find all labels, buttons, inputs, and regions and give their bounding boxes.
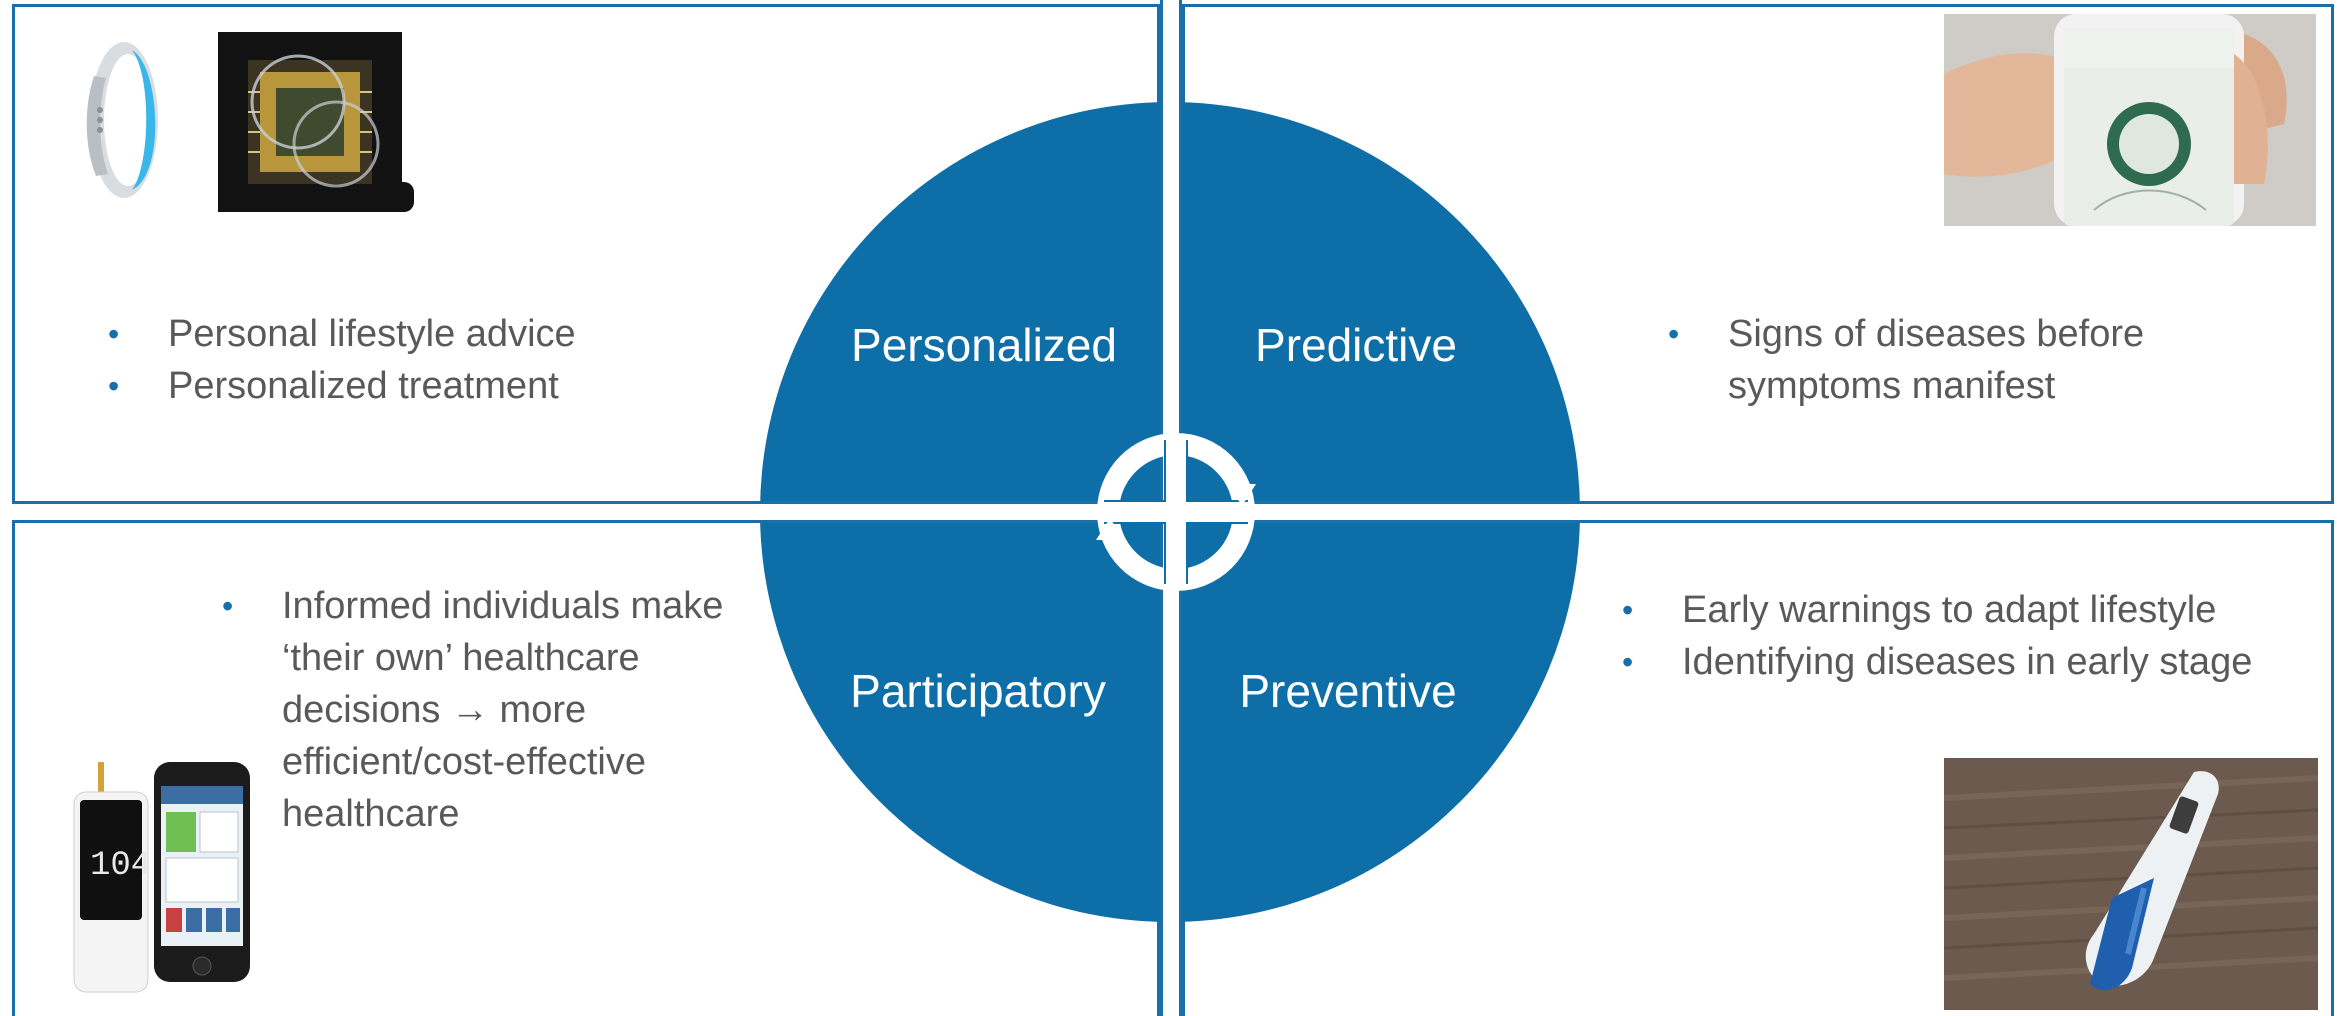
bullet-item: Identifying diseases in early stage — [1622, 636, 2322, 688]
preventive-bullets: Early warnings to adapt lifestyle Identi… — [1622, 584, 2322, 688]
vertical-divider — [1160, 0, 1182, 1016]
microchip-image — [218, 32, 414, 212]
participatory-bullets: Informed individuals make ‘their own’ he… — [222, 580, 782, 840]
fertility-test-device-image — [1944, 758, 2318, 1010]
glucose-meter-phone-image: 104 — [68, 722, 254, 994]
label-preventive: Preventive — [1239, 665, 1457, 717]
label-predictive: Predictive — [1255, 319, 1457, 371]
predictive-bullets: Signs of diseases before symptoms manife… — [1668, 308, 2288, 412]
label-personalized: Personalized — [851, 319, 1117, 371]
smartphone-app-image — [1944, 14, 2316, 226]
wearable-band-image — [74, 36, 166, 204]
svg-text:104: 104 — [90, 847, 151, 885]
bullet-item: Informed individuals make ‘their own’ he… — [222, 580, 782, 840]
horizontal-divider — [0, 504, 2338, 520]
personalized-bullets: Personal lifestyle advice Personalized t… — [108, 308, 668, 412]
bullet-item: Early warnings to adapt lifestyle — [1622, 584, 2322, 636]
quadrant-personalized — [12, 4, 1160, 504]
label-participatory: Participatory — [850, 665, 1106, 717]
bullet-item: Personalized treatment — [108, 360, 668, 412]
bullet-item: Signs of diseases before symptoms manife… — [1668, 308, 2288, 412]
bullet-item: Personal lifestyle advice — [108, 308, 668, 360]
